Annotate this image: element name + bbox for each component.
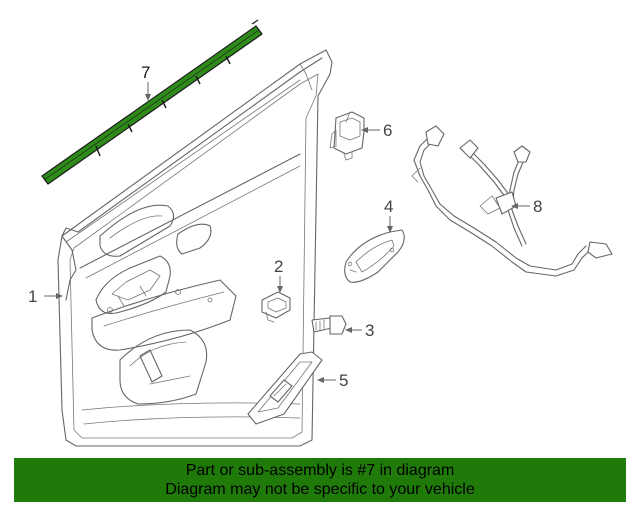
callout-8: 8 xyxy=(533,197,542,216)
callout-1: 1 xyxy=(28,287,37,306)
window-switch-part-6[interactable] xyxy=(329,111,365,161)
callout-6: 6 xyxy=(383,121,392,140)
info-banner: Part or sub-assembly is #7 in diagram Di… xyxy=(14,458,626,502)
wiring-harness-part-8[interactable] xyxy=(411,125,613,277)
parts-diagram: 7 6 8 4 2 3 5 1 xyxy=(28,19,613,447)
escutcheon-clip-part-2[interactable] xyxy=(261,291,291,323)
inside-handle-part-4[interactable] xyxy=(344,229,405,283)
weatherstrip-part-7[interactable] xyxy=(41,19,263,185)
callout-7: 7 xyxy=(141,63,150,82)
banner-line-part-info: Part or sub-assembly is #7 in diagram xyxy=(185,462,455,479)
banner-line-disclaimer: Diagram may not be specific to your vehi… xyxy=(165,481,475,498)
callout-4: 4 xyxy=(384,197,393,216)
switch-finisher-part-5[interactable] xyxy=(247,351,323,425)
leader-lines xyxy=(44,82,530,383)
callout-5: 5 xyxy=(339,371,348,390)
callout-3: 3 xyxy=(365,321,374,340)
screw-part-3[interactable] xyxy=(311,315,347,335)
callout-2: 2 xyxy=(274,257,283,276)
